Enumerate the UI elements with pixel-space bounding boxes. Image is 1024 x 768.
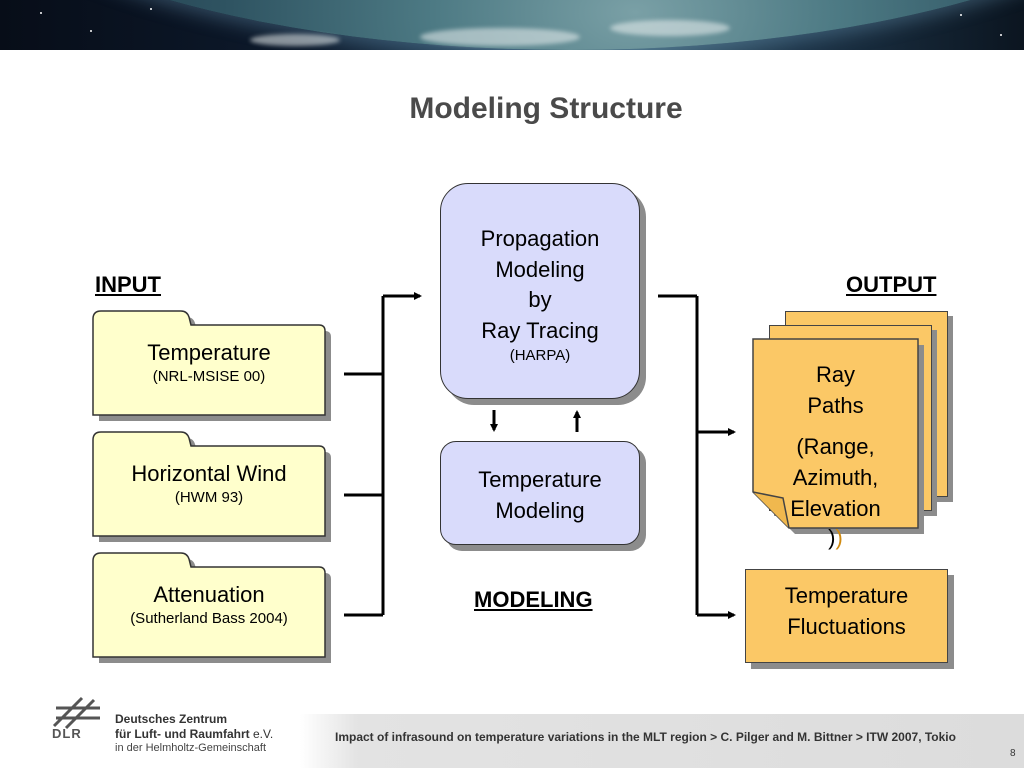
folder-shape xyxy=(92,552,331,663)
footer-citation: Impact of infrasound on temperature vari… xyxy=(335,730,956,744)
org-line-1: Deutsches Zentrum xyxy=(115,712,228,726)
propagation-line: by xyxy=(528,287,552,312)
ray-paths-line: Ray xyxy=(815,362,856,387)
input-label: INPUT xyxy=(95,272,161,297)
ray-paths-tail-paren: ) xyxy=(828,525,836,550)
folder-shape xyxy=(92,310,331,421)
input-source: (Sutherland Bass 2004) xyxy=(130,610,288,627)
input-name: Attenuation xyxy=(153,582,265,607)
cloud-shape xyxy=(420,28,580,46)
ray-paths-text: Ray Paths (Range, Azimuth, Elevation )) xyxy=(752,359,919,552)
ray-paths-detail: Azimuth, xyxy=(792,465,879,490)
org-suffix: e.V. xyxy=(253,727,274,741)
modeling-label: MODELING xyxy=(474,587,593,612)
temperature-fluctuations-box: Temperature Fluctuations xyxy=(745,569,948,663)
dlr-logo-text: DLR xyxy=(52,726,82,741)
input-name: Temperature xyxy=(147,340,271,365)
temperature-modeling-box: Temperature Modeling xyxy=(440,441,640,545)
ray-paths-page-front xyxy=(752,338,924,534)
page-title: Modeling Structure xyxy=(409,92,683,125)
star xyxy=(1000,34,1002,36)
page-number: 8 xyxy=(1010,748,1016,759)
propagation-sub: (HARPA) xyxy=(509,347,571,364)
ray-paths-tail-paren-2: ) xyxy=(835,525,843,550)
fluctuations-line: Fluctuations xyxy=(787,614,906,639)
dlr-organization: Deutsches Zentrum für Luft- und Raumfahr… xyxy=(115,712,273,742)
propagation-line: Propagation xyxy=(480,226,600,251)
propagation-modeling-box: Propagation Modeling by Ray Tracing (HAR… xyxy=(440,183,640,399)
ray-paths-line: Paths xyxy=(807,393,864,418)
cloud-shape xyxy=(250,34,340,46)
input-temperature-box: Temperature (NRL-MSISE 00) xyxy=(92,310,331,421)
star xyxy=(960,14,962,16)
propagation-line: Modeling xyxy=(495,256,585,282)
input-source: (HWM 93) xyxy=(174,489,244,506)
star xyxy=(90,30,92,32)
footer: DLR Deutsches Zentrum für Luft- und Raum… xyxy=(0,690,1024,768)
fluctuations-line: Temperature xyxy=(784,583,909,608)
folder-shape xyxy=(92,431,331,542)
cloud-shape xyxy=(610,20,730,36)
temperature-modeling-line: Modeling xyxy=(495,498,585,523)
input-name: Horizontal Wind xyxy=(131,461,287,486)
header-banner xyxy=(0,0,1024,50)
star xyxy=(150,8,152,10)
dlr-logo-icon xyxy=(52,696,100,730)
org-sub: in der Helmholtz-Gemeinschaft xyxy=(115,742,267,754)
output-label: OUTPUT xyxy=(846,272,937,297)
propagation-line: Ray Tracing xyxy=(481,317,599,343)
input-attenuation-box: Attenuation (Sutherland Bass 2004) xyxy=(92,552,331,663)
temperature-modeling-line: Temperature xyxy=(478,467,602,492)
org-line-2: für Luft- und Raumfahrt xyxy=(115,727,250,741)
input-source: (NRL-MSISE 00) xyxy=(152,368,266,385)
ray-paths-tail: )) xyxy=(752,524,919,552)
ray-paths-detail: (Range, xyxy=(796,434,875,459)
input-wind-box: Horizontal Wind (HWM 93) xyxy=(92,431,331,542)
star xyxy=(40,12,42,14)
footer-strip xyxy=(300,714,1024,768)
ray-paths-detail: Elevation xyxy=(790,496,881,521)
